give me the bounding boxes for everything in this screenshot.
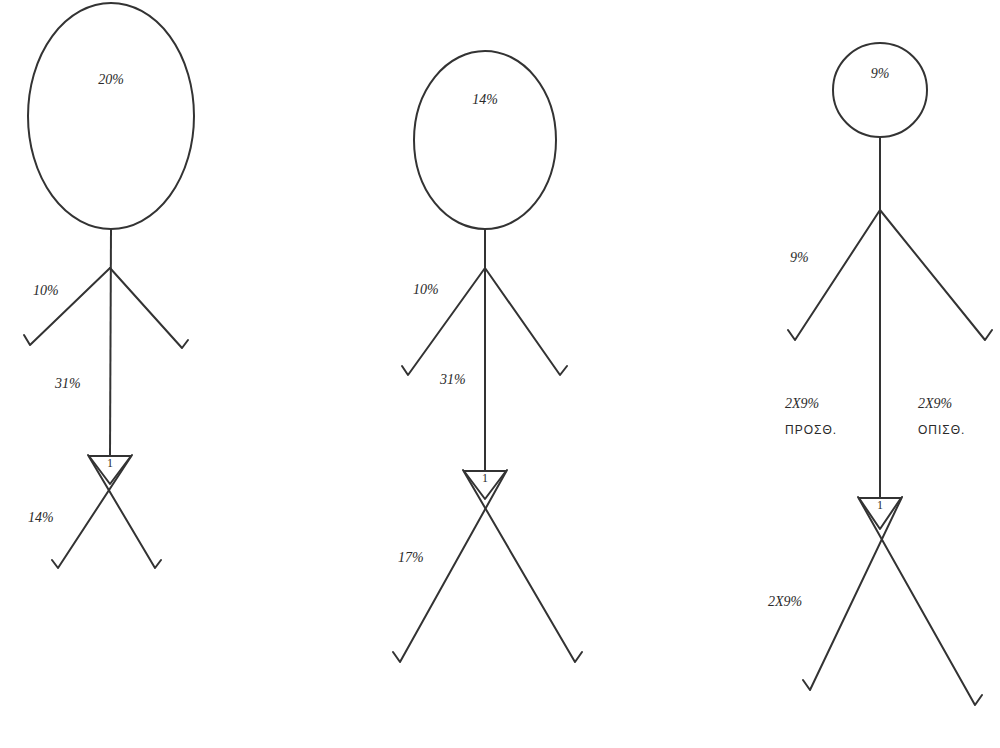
side-note: ΠΡΟΣΘ. bbox=[785, 424, 837, 437]
leg bbox=[858, 497, 982, 705]
percent-label: 2X9% bbox=[918, 396, 952, 411]
side-note: ΟΠΙΣΘ. bbox=[918, 424, 965, 437]
percent-label: 31% bbox=[55, 376, 81, 391]
head-outline bbox=[27, 2, 195, 230]
percent-label: 14% bbox=[472, 92, 498, 107]
percent-label: 31% bbox=[440, 372, 466, 387]
leg bbox=[393, 470, 507, 662]
triangle-shape bbox=[859, 498, 901, 529]
trunk-line bbox=[484, 230, 486, 470]
percent-label: 2X9% bbox=[768, 594, 802, 609]
head-circle: 9% bbox=[832, 42, 928, 138]
pelvis-triangle: 1 bbox=[858, 497, 902, 530]
arm bbox=[788, 210, 880, 340]
head-ellipse bbox=[414, 51, 556, 229]
percent-label: 2X9% bbox=[785, 396, 819, 411]
triangle-shape bbox=[464, 471, 506, 499]
percent-label: 20% bbox=[98, 72, 124, 87]
trunk-line bbox=[110, 230, 111, 455]
leg bbox=[52, 455, 132, 568]
pelvis-triangle: 1 bbox=[88, 455, 132, 485]
head-circle: 14% bbox=[413, 50, 557, 230]
arm bbox=[402, 268, 485, 375]
percent-label: 9% bbox=[871, 66, 890, 81]
arm bbox=[880, 210, 992, 340]
arm bbox=[110, 268, 188, 348]
percent-label: 17% bbox=[398, 550, 424, 565]
leg bbox=[88, 455, 161, 568]
percent-label: 14% bbox=[28, 510, 54, 525]
triangle-shape bbox=[89, 456, 131, 484]
callout-number: 1 bbox=[877, 499, 883, 512]
head-ellipse bbox=[833, 43, 927, 137]
pelvis-triangle: 1 bbox=[463, 470, 507, 500]
trunk-line bbox=[879, 138, 881, 497]
arm bbox=[24, 268, 110, 345]
head-outline bbox=[832, 42, 928, 138]
percent-label: 10% bbox=[33, 283, 59, 298]
head-ellipse bbox=[28, 3, 194, 229]
head-circle: 20% bbox=[27, 2, 195, 230]
leg bbox=[803, 497, 902, 690]
arm bbox=[485, 268, 567, 375]
percent-label: 10% bbox=[413, 282, 439, 297]
callout-number: 1 bbox=[482, 472, 488, 485]
head-outline bbox=[413, 50, 557, 230]
leg bbox=[463, 470, 582, 662]
callout-number: 1 bbox=[107, 457, 113, 470]
percent-label: 9% bbox=[790, 250, 809, 265]
